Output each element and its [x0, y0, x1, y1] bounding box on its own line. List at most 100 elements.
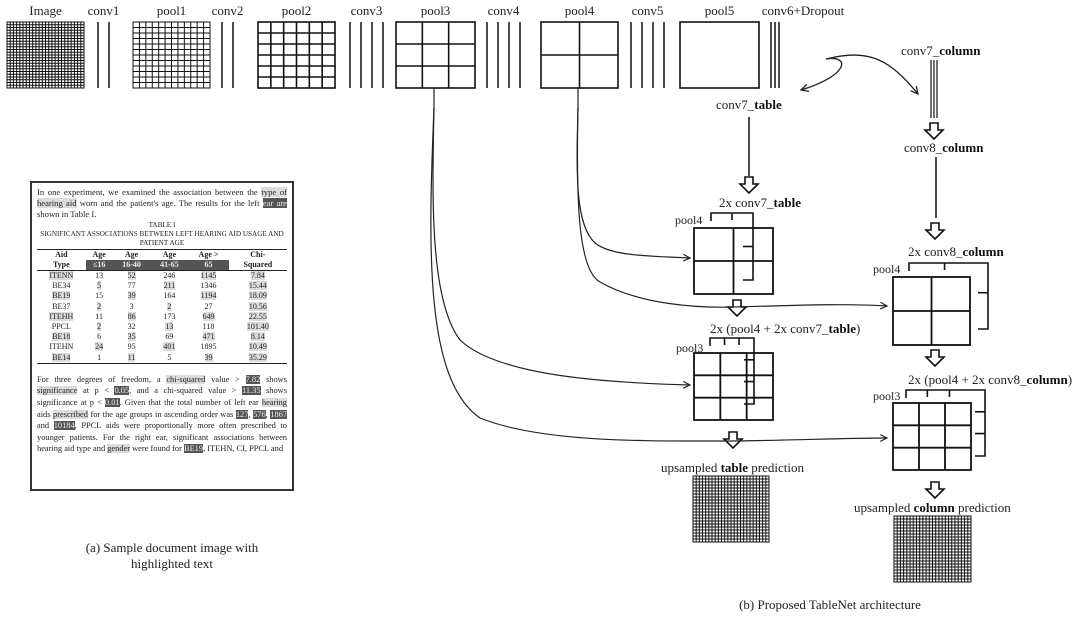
skip-pool3-to-table — [432, 107, 690, 385]
doc-closing-paragraph: For three degrees of freedom, a chi-squa… — [37, 374, 288, 455]
down-arrow-icon — [722, 431, 744, 450]
column-block1-skip-label: pool4 — [873, 262, 901, 276]
layer-conv3 — [349, 22, 384, 88]
text-run: shows significance at p < — [37, 386, 287, 408]
doc-table-cell-text: 10.56 — [248, 301, 267, 311]
highlighted-text: 11.35 — [241, 386, 261, 396]
column-block2-bracket — [905, 389, 986, 457]
doc-table-cell-text: 39 — [127, 291, 136, 301]
highlighted-text: 1867 — [270, 409, 288, 419]
layer-conv5 — [630, 22, 665, 88]
layer-label-pool3: pool3 — [420, 3, 451, 18]
doc-table-cell-text: 5 — [97, 281, 102, 291]
doc-table-cell-text: 118 — [202, 322, 215, 332]
doc-table-cell: 246 — [151, 271, 189, 282]
column-block1-bracket-outline — [908, 262, 989, 330]
layer-label-conv5: conv5 — [631, 3, 664, 18]
doc-table-header-cell: Age — [112, 248, 151, 260]
text-run: for the age groups in ascending order wa… — [87, 409, 236, 419]
doc-table-cell: 8.14 — [229, 332, 287, 342]
doc-table-cell-text: 77 — [127, 281, 136, 291]
doc-table-caption: SIGNIFICANT ASSOCIATIONS BETWEEN LEFT HE… — [40, 229, 284, 247]
text-run: . Given that the total number of left ea… — [119, 398, 262, 408]
table-block1-grid — [693, 227, 774, 295]
doc-table-cell: 2 — [86, 322, 113, 332]
text-run: , PPCL aids were proportionally more oft… — [37, 421, 287, 454]
down-arrow-icon — [738, 176, 760, 195]
table-block1-skip-label: pool4 — [675, 213, 703, 227]
text-run: shown in Table I. — [37, 209, 97, 220]
doc-table-cell-text: 2 — [167, 301, 172, 311]
doc-table-cell-text: 6 — [97, 332, 102, 342]
doc-table-header-cell: Age — [150, 248, 189, 260]
text-run: value > — [205, 374, 246, 384]
layer-label-pool5: pool5 — [704, 3, 735, 18]
table-block2-skip-label: pool3 — [676, 341, 704, 355]
doc-table-cell-text: 13 — [95, 271, 104, 281]
doc-table-cell: BE34 — [37, 281, 86, 291]
layer-label-pool1: pool1 — [156, 3, 187, 18]
doc-table-cell-text: 35.29 — [248, 352, 267, 362]
doc-table-cell: PPCL — [37, 322, 86, 332]
doc-table-cell: BE18 — [37, 332, 86, 342]
decoder-branches — [430, 54, 989, 583]
doc-table-cell: 39 — [188, 352, 229, 364]
doc-table-cell: BE37 — [37, 302, 86, 312]
sample-document-image: In one experiment, we examined the assoc… — [30, 181, 294, 491]
table-block2-grid-frame — [693, 352, 774, 421]
layer-label-conv4: conv4 — [487, 3, 520, 18]
doc-table-cell: 69 — [151, 332, 189, 342]
doc-table-cell: 101.40 — [229, 322, 287, 332]
doc-table-cell-text: 10.49 — [248, 342, 267, 352]
skip-pool4-to-column — [576, 107, 887, 307]
layer-label-image: Image — [29, 3, 62, 18]
column-block1-title: 2x conv8_column — [908, 244, 1004, 259]
doc-table-cell-text: 3 — [129, 301, 134, 311]
doc-table-cell: 86 — [113, 311, 151, 322]
doc-table-header-cell: Age — [85, 248, 113, 260]
highlighted-text: significance — [37, 386, 78, 396]
doc-table-cell-text: BE34 — [52, 281, 71, 291]
doc-table-cell-text: 1895 — [200, 342, 217, 352]
doc-table-cell-text: 39 — [204, 352, 213, 362]
table-block2-bracket — [709, 337, 755, 405]
highlighted-text: 576 — [253, 409, 266, 419]
text-run: , ITEHN, CI, PPCL and — [203, 444, 284, 454]
split-arrow-column — [825, 54, 918, 94]
table-block1-title: 2x conv7_table — [719, 195, 801, 210]
column-block1-bracket — [908, 262, 989, 330]
table-block1-bracket — [710, 212, 754, 281]
doc-table-cell: ITEHN — [37, 342, 86, 352]
doc-table-cell-text: 211 — [163, 281, 176, 291]
doc-table-cell-text: 1194 — [200, 291, 217, 301]
table-block2-title: 2x (pool4 + 2x conv7_table) — [710, 321, 861, 336]
highlighted-text: 10184 — [53, 421, 75, 431]
layer-pool1 — [132, 21, 211, 89]
down-arrow-icon — [924, 222, 946, 241]
table-block2-bracket-outline — [709, 337, 755, 405]
layer-image — [6, 21, 85, 89]
doc-table-header-cell: Aid — [37, 248, 86, 260]
caption-b: (b) Proposed TableNet architecture — [739, 597, 921, 612]
highlighted-text: BE19 — [183, 444, 204, 454]
doc-table-cell: 164 — [151, 291, 189, 301]
text-run: aids — [37, 409, 54, 419]
layer-conv2 — [221, 22, 234, 88]
highlighted-text: prescribed — [53, 409, 88, 419]
layer-pool3 — [395, 21, 476, 89]
doc-table-cell: 1346 — [188, 281, 228, 291]
doc-table-header-cell: Squared — [228, 259, 287, 272]
down-arrow-icon — [924, 349, 946, 368]
doc-table-cell: ITENN — [37, 271, 86, 282]
layer-conv6 — [770, 22, 780, 88]
doc-table-cell: 2 — [86, 301, 113, 312]
doc-table-cell: 24 — [86, 342, 113, 352]
conv8-column-label: conv8_column — [904, 140, 984, 155]
doc-table-cell-text: 15 — [95, 291, 104, 301]
doc-table-cell-text: 101.40 — [246, 322, 269, 332]
doc-table-cell-text: 86 — [127, 311, 136, 321]
